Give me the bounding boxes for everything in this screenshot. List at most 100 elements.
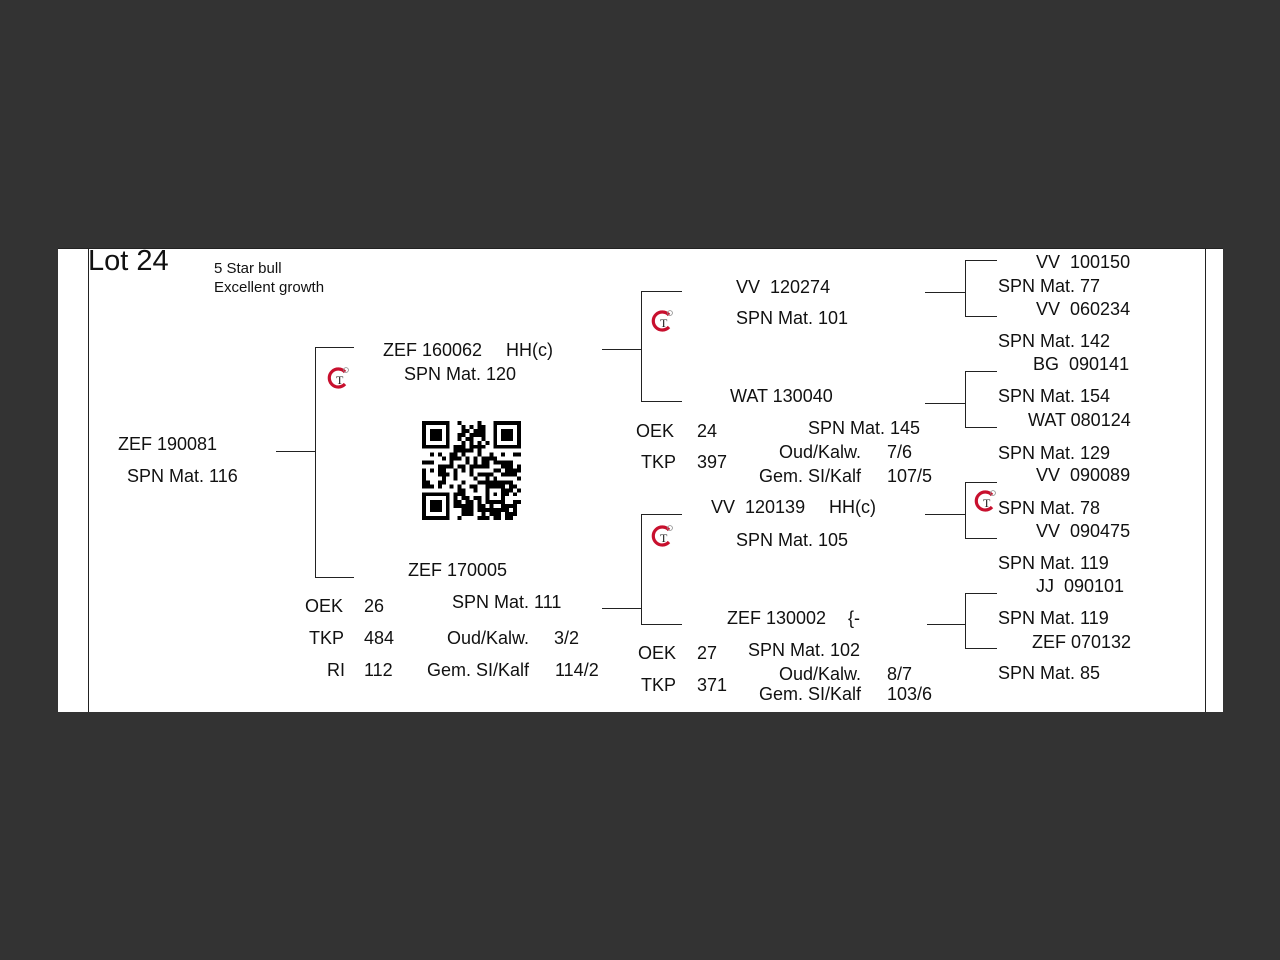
ggd-4-id: ZEF 070132 bbox=[1032, 632, 1132, 652]
connector bbox=[602, 349, 641, 350]
connector bbox=[965, 260, 997, 261]
connector bbox=[965, 371, 997, 372]
pedigree-card: Lot 24 5 Star bull Excellent growth ZEF … bbox=[58, 248, 1223, 712]
dam-oek-label: OEK bbox=[305, 596, 344, 616]
sire-dam-oud-label: Oud/Kalw. bbox=[779, 442, 862, 462]
gt-logo-icon: T bbox=[974, 490, 996, 512]
dam-dam-id: ZEF 130002 bbox=[727, 608, 827, 628]
connector bbox=[965, 593, 997, 594]
ggs-4-id: JJ 090101 bbox=[1036, 576, 1125, 596]
ggd-1-spn: SPN Mat. 142 bbox=[998, 331, 1111, 351]
right-margin-line bbox=[1205, 248, 1206, 712]
ggs-4-spn: SPN Mat. 119 bbox=[998, 608, 1109, 628]
connector bbox=[641, 291, 682, 292]
lot-title: Lot 24 bbox=[88, 248, 169, 277]
sire-dam-gem-label: Gem. SI/Kalf bbox=[759, 466, 862, 486]
svg-text:T: T bbox=[983, 496, 991, 510]
ggd-3-id: VV 090475 bbox=[1036, 521, 1131, 541]
connector bbox=[925, 292, 965, 293]
dam-dam-oek-label: OEK bbox=[638, 643, 677, 663]
dam-oek-value: 26 bbox=[364, 596, 385, 616]
connector bbox=[315, 347, 354, 348]
connector bbox=[965, 260, 966, 316]
dam-tkp-value: 484 bbox=[364, 628, 395, 648]
connector bbox=[925, 514, 965, 515]
dam-sire-id: VV 120139 bbox=[711, 497, 806, 517]
gt-logo-icon: T bbox=[327, 367, 349, 389]
dam-dam-tag: {- bbox=[848, 608, 861, 628]
connector bbox=[965, 593, 966, 648]
dam-dam-spn: SPN Mat. 102 bbox=[748, 640, 861, 660]
connector bbox=[927, 624, 965, 625]
ggs-1-spn: SPN Mat. 77 bbox=[998, 276, 1101, 296]
ggs-2-id: BG 090141 bbox=[1033, 354, 1130, 374]
dam-dam-tkp-value: 371 bbox=[697, 675, 728, 695]
sire-dam-id: WAT 130040 bbox=[730, 386, 833, 406]
gt-logo-icon: T bbox=[651, 310, 673, 332]
connector bbox=[965, 538, 997, 539]
dam-dam-oud-value: 8/7 bbox=[887, 664, 913, 684]
connector bbox=[965, 648, 997, 649]
dam-gem-value: 114/2 bbox=[555, 660, 599, 680]
connector bbox=[641, 514, 642, 624]
dam-dam-oek-value: 27 bbox=[697, 643, 718, 663]
lot-note-growth: Excellent growth bbox=[214, 279, 325, 296]
dam-dam-gem-value: 103/6 bbox=[887, 684, 933, 704]
connector bbox=[315, 347, 316, 577]
connector bbox=[965, 482, 966, 538]
animal-spn: SPN Mat. 116 bbox=[127, 466, 238, 486]
connector bbox=[925, 403, 965, 404]
connector bbox=[965, 371, 966, 427]
ggs-2-spn: SPN Mat. 154 bbox=[998, 386, 1111, 406]
ggd-4-spn: SPN Mat. 85 bbox=[998, 663, 1101, 683]
connector bbox=[641, 514, 682, 515]
animal-id: ZEF 190081 bbox=[118, 434, 218, 454]
connector bbox=[641, 624, 682, 625]
connector bbox=[276, 451, 315, 452]
ggs-1-id: VV 100150 bbox=[1036, 252, 1131, 272]
svg-text:T: T bbox=[336, 373, 344, 387]
ggd-2-id: WAT 080124 bbox=[1028, 410, 1131, 430]
sire-dam-oek-label: OEK bbox=[636, 421, 675, 441]
left-margin-line bbox=[88, 248, 89, 712]
svg-text:T: T bbox=[660, 531, 668, 545]
top-border bbox=[58, 248, 1223, 249]
sire-tag: HH(c) bbox=[506, 340, 553, 360]
dam-gem-label: Gem. SI/Kalf bbox=[427, 660, 530, 680]
connector bbox=[641, 401, 682, 402]
connector bbox=[965, 316, 997, 317]
dam-sire-tag: HH(c) bbox=[829, 497, 876, 517]
connector bbox=[965, 482, 997, 483]
dam-tkp-label: TKP bbox=[309, 628, 345, 648]
sire-dam-gem-value: 107/5 bbox=[887, 466, 933, 486]
sire-dam-tkp-value: 397 bbox=[697, 452, 728, 472]
sire-sire-spn: SPN Mat. 101 bbox=[736, 308, 849, 328]
dam-spn: SPN Mat. 111 bbox=[452, 592, 562, 612]
connector bbox=[602, 608, 641, 609]
sire-dam-spn: SPN Mat. 145 bbox=[808, 418, 921, 438]
qr-code-icon bbox=[422, 421, 521, 520]
sire-id: ZEF 160062 bbox=[383, 340, 483, 360]
dam-oud-label: Oud/Kalw. bbox=[447, 628, 530, 648]
sire-sire-id: VV 120274 bbox=[736, 277, 831, 297]
connector bbox=[965, 427, 997, 428]
sire-spn: SPN Mat. 120 bbox=[404, 364, 517, 384]
ggd-1-id: VV 060234 bbox=[1036, 299, 1131, 319]
lot-note-star: 5 Star bull bbox=[214, 260, 282, 277]
ggd-2-spn: SPN Mat. 129 bbox=[998, 443, 1111, 463]
dam-ri-value: 112 bbox=[364, 660, 393, 680]
dam-ri-label: RI bbox=[327, 660, 345, 680]
sire-dam-tkp-label: TKP bbox=[641, 452, 677, 472]
dam-oud-value: 3/2 bbox=[554, 628, 580, 648]
ggs-3-spn: SPN Mat. 78 bbox=[998, 498, 1101, 518]
sire-dam-oek-value: 24 bbox=[697, 421, 718, 441]
ggs-3-id: VV 090089 bbox=[1036, 465, 1131, 485]
svg-text:T: T bbox=[660, 316, 668, 330]
connector bbox=[315, 577, 354, 578]
dam-dam-tkp-label: TKP bbox=[641, 675, 677, 695]
dam-dam-gem-label: Gem. SI/Kalf bbox=[759, 684, 862, 704]
gt-logo-icon: T bbox=[651, 525, 673, 547]
dam-sire-spn: SPN Mat. 105 bbox=[736, 530, 849, 550]
connector bbox=[641, 291, 642, 401]
dam-id: ZEF 170005 bbox=[408, 560, 508, 580]
